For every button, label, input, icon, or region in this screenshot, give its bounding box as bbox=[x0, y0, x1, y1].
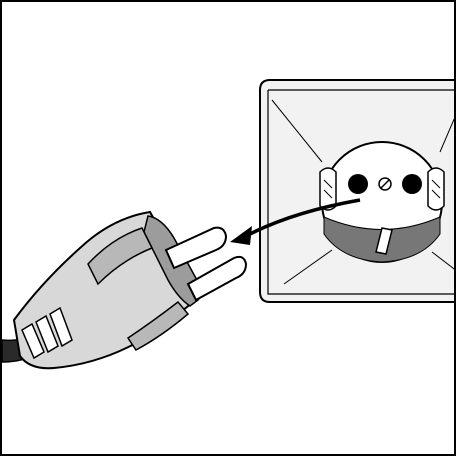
plug-pin-bottom bbox=[188, 257, 246, 300]
plug-pin-top bbox=[166, 228, 226, 268]
socket-hole-right bbox=[402, 174, 422, 194]
arrow-head-icon bbox=[230, 226, 252, 245]
socket-hole-left bbox=[348, 174, 368, 194]
socket-earth-clip-right bbox=[428, 168, 444, 210]
plug bbox=[14, 212, 246, 368]
wall-socket bbox=[260, 80, 456, 302]
